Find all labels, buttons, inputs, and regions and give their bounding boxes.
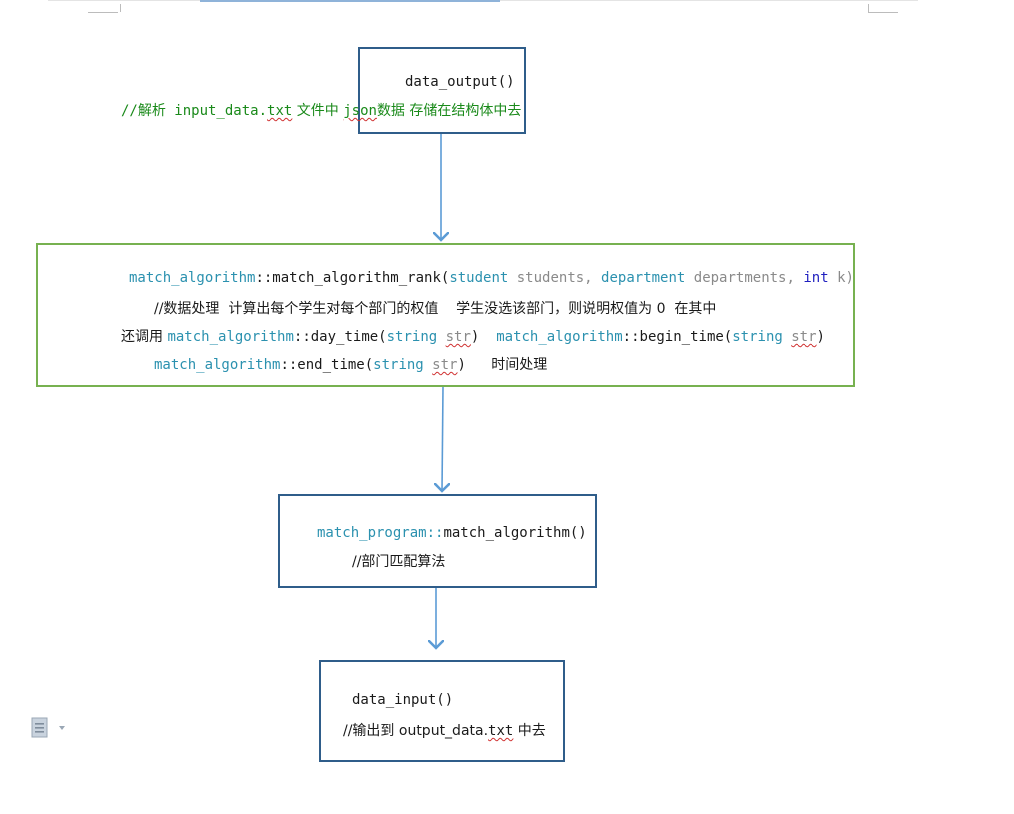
chevron-down-icon — [59, 726, 65, 730]
data-output-comment: //解析 input_data.txt 文件中 json数据 存储在结构体中去 — [121, 103, 522, 119]
data-input-box[interactable]: data_input() //输出到 output_data.txt 中去 — [319, 660, 565, 762]
margin-corner-right-v — [868, 4, 871, 12]
match-program-box[interactable]: match_program::match_algorithm() //部门匹配算… — [278, 494, 597, 588]
margin-corner-right — [868, 4, 898, 13]
paste-options-button[interactable] — [30, 716, 70, 740]
selection-indicator — [200, 0, 500, 2]
data-output-title: data_output() — [405, 74, 515, 90]
rank-calls-line: 还调用 match_algorithm::day_time(string str… — [121, 329, 825, 345]
match-program-signature: match_program::match_algorithm() — [317, 525, 587, 541]
match-algorithm-rank-box[interactable] — [36, 243, 855, 387]
data-output-box[interactable]: data_output() — [358, 47, 526, 134]
margin-corner-left-v — [118, 4, 121, 12]
rank-comment: //数据处理 计算出每个学生对每个部门的权值 学生没选该部门，则说明权值为 0 … — [154, 301, 717, 317]
rank-signature: match_algorithm::match_algorithm_rank(st… — [129, 270, 854, 286]
match-program-comment: //部门匹配算法 — [352, 554, 446, 570]
data-input-comment: //输出到 output_data.txt 中去 — [343, 723, 546, 739]
data-input-title: data_input() — [352, 692, 454, 708]
margin-corner-left — [88, 4, 118, 13]
rank-time-line: match_algorithm::end_time(string str) 时间… — [154, 357, 548, 373]
clipboard-icon — [31, 717, 65, 738]
arrow-2 — [442, 386, 443, 491]
